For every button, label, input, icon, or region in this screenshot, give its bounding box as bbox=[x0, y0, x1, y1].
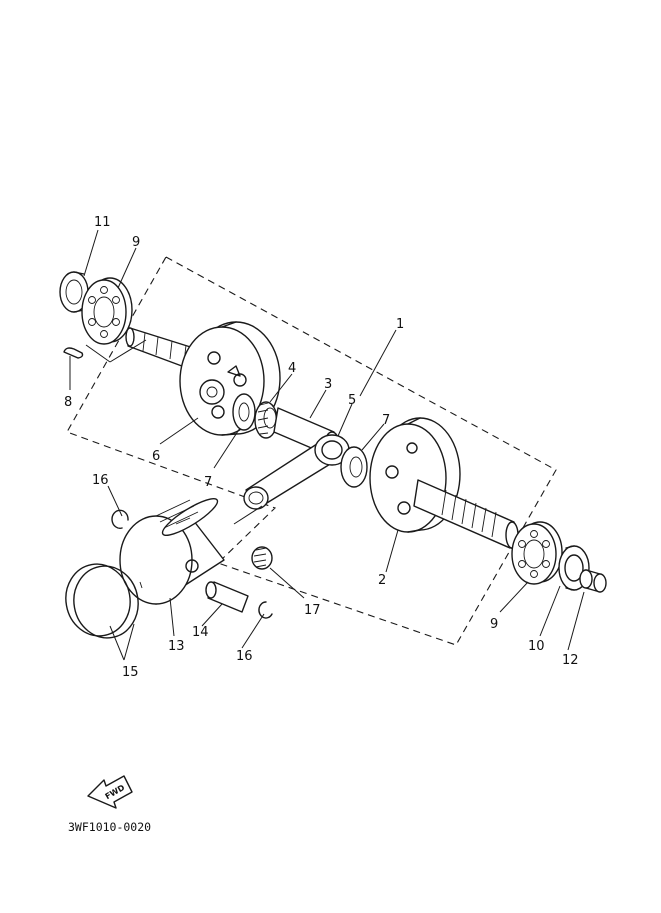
callout-7-left: 7 bbox=[204, 475, 212, 490]
callout-16-bottom: 16 bbox=[236, 649, 253, 664]
callout-2: 2 bbox=[378, 573, 386, 588]
callout-8: 8 bbox=[64, 395, 72, 410]
callout-12: 12 bbox=[562, 653, 579, 668]
crank-web-right bbox=[369, 417, 519, 549]
small-end-bearing bbox=[251, 546, 273, 570]
woodruff-key bbox=[63, 347, 84, 359]
bearing-left bbox=[81, 277, 133, 345]
callout-13: 13 bbox=[168, 639, 185, 654]
callout-16-top: 16 bbox=[92, 473, 109, 488]
callout-14: 14 bbox=[192, 625, 209, 640]
callout-5: 5 bbox=[348, 393, 356, 408]
callout-17: 17 bbox=[304, 603, 321, 618]
washer-left bbox=[232, 393, 256, 431]
forward-arrow-icon: FWD bbox=[87, 775, 133, 809]
collar bbox=[579, 569, 607, 593]
callout-15: 15 bbox=[122, 665, 139, 680]
diagram-code: 3WF1010-0020 bbox=[68, 820, 151, 834]
crankshaft-assembly-boundary bbox=[66, 256, 557, 646]
callout-7-right: 7 bbox=[382, 413, 390, 428]
connecting-rod bbox=[243, 434, 350, 510]
oil-seal-left bbox=[59, 271, 89, 313]
callout-9-right: 9 bbox=[490, 617, 498, 632]
circlip-top bbox=[111, 509, 129, 529]
crank-web-left bbox=[125, 321, 281, 436]
callout-3: 3 bbox=[324, 377, 332, 392]
callout-9-left: 9 bbox=[132, 235, 140, 250]
callout-6: 6 bbox=[152, 449, 160, 464]
callout-10: 10 bbox=[528, 639, 545, 654]
leader-lines bbox=[69, 229, 585, 661]
piston-pin bbox=[205, 581, 249, 613]
bearing-right bbox=[511, 521, 563, 585]
callout-11: 11 bbox=[94, 215, 111, 230]
washer-right bbox=[340, 446, 368, 488]
piston-rings bbox=[65, 563, 139, 639]
callout-4: 4 bbox=[288, 361, 296, 376]
piston bbox=[119, 498, 225, 605]
callout-labels: 1 2 3 4 5 6 7 7 8 9 9 10 11 12 13 14 15 … bbox=[64, 215, 579, 680]
circlip-bottom bbox=[258, 601, 273, 619]
callout-1: 1 bbox=[396, 317, 404, 332]
